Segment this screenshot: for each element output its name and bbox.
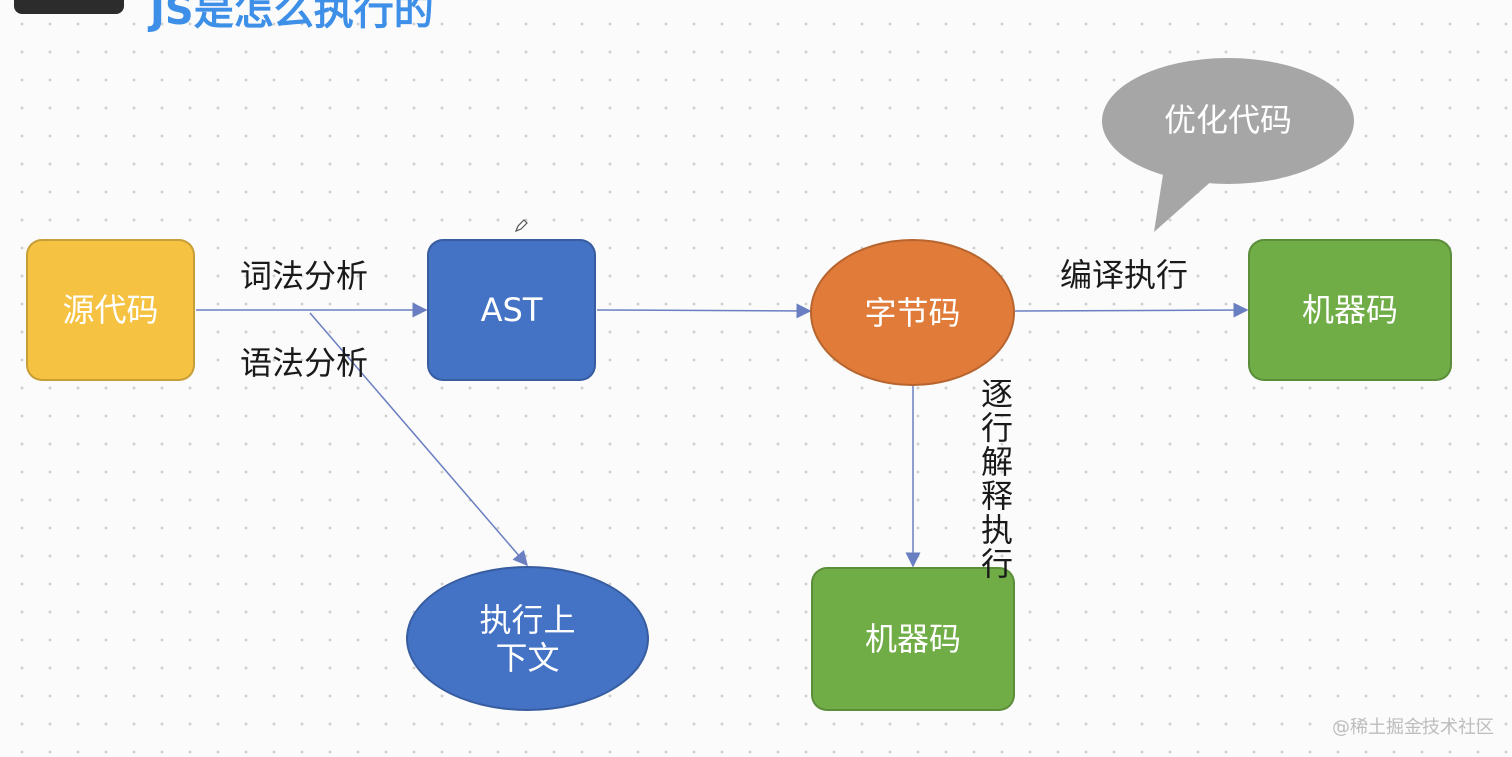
ast-node: AST	[427, 239, 596, 381]
page-heading: JS是怎么执行的	[150, 0, 434, 34]
compile-execute-label: 编译执行	[1060, 256, 1189, 294]
lexical-analysis-label: 词法分析	[240, 257, 369, 295]
optimize-code-callout: 优化代码	[1115, 82, 1341, 158]
bytecode-node: 字节码	[810, 239, 1015, 386]
arrow-to-execution-context	[309, 312, 528, 567]
machine-code-top-node: 机器码	[1248, 239, 1452, 381]
machine-code-bottom-label: 机器码	[864, 620, 961, 658]
arrow-ast-to-bytecode	[596, 303, 812, 319]
optimize-code-callout-shape	[1102, 58, 1354, 232]
execution-context-label: 执行上 下文	[479, 600, 576, 677]
bytecode-label: 字节码	[864, 293, 961, 332]
watermark: @稀土掘金技术社区	[1332, 717, 1494, 738]
execution-context-node: 执行上 下文	[406, 566, 649, 711]
source-code-label: 源代码	[62, 291, 159, 329]
source-code-node: 源代码	[26, 239, 195, 381]
ast-label: AST	[480, 291, 543, 329]
heading-number-mark	[14, 0, 124, 14]
machine-code-bottom-node: 机器码	[811, 567, 1015, 711]
arrow-bytecode-to-machine-code	[1014, 302, 1249, 318]
machine-code-top-label: 机器码	[1301, 291, 1398, 329]
optimize-code-label: 优化代码	[1163, 101, 1292, 139]
pencil-icon	[514, 219, 528, 233]
syntax-analysis-label: 语法分析	[240, 344, 369, 382]
line-interpret-label: 逐行解释执行	[980, 375, 1013, 583]
